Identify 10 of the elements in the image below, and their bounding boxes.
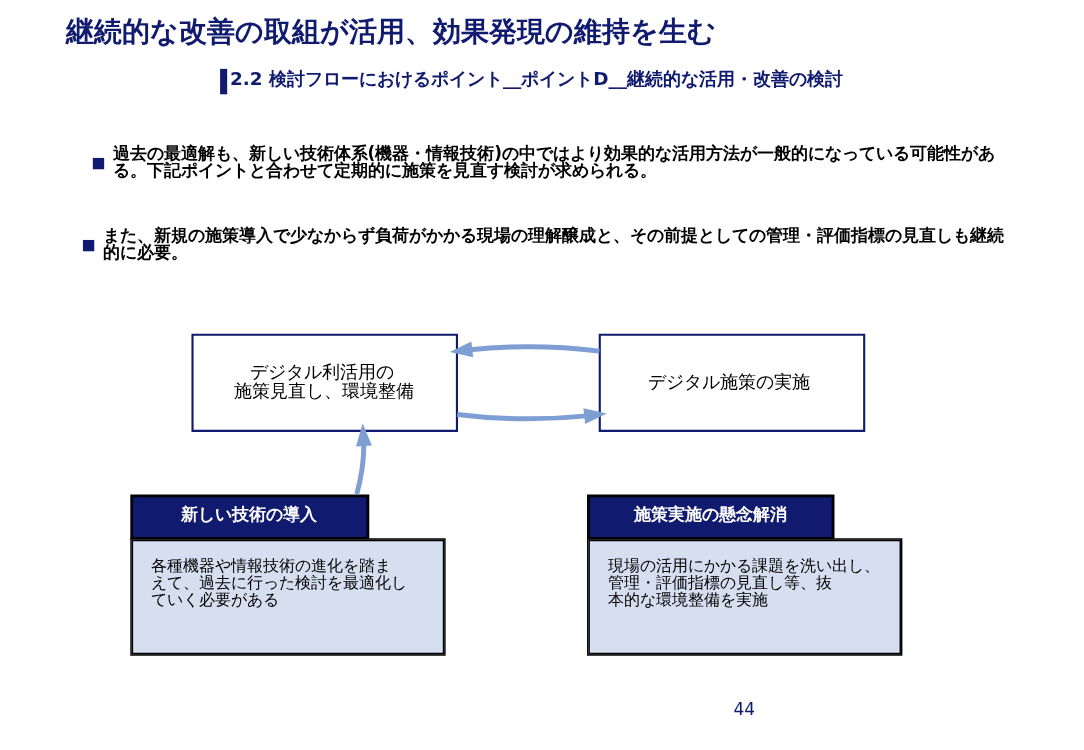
- arrow: [449, 341, 600, 358]
- label: 2.2 検討フローにおけるポイント__ポイントD__継続的な活用・改善の検討: [229, 67, 843, 89]
- label: また、新規の施策導入で少なからず負荷がかかる現場の理解醸成と、その前提としての管理・評価指標の見直しも継続的に必要。: [102, 224, 1004, 262]
- label: 過去の最適解も、新しい技術体系(機器・情報技術)の中ではより効果的な活用方法が一般的になっている可能性がある。下記ポイントと合わせて定期的に施策を見直す検討が求められる。: [112, 142, 995, 180]
- node-box: デジタル利活用の施策見直し、環境整備: [190, 333, 458, 432]
- node-box: デジタル施策の実施: [598, 333, 865, 432]
- label: 44: [732, 699, 755, 720]
- diagram-title: 継続的な改善の取組が活用、効果発現の維持を生む: [65, 14, 716, 48]
- arrow: [456, 408, 607, 425]
- arrow: [353, 423, 372, 495]
